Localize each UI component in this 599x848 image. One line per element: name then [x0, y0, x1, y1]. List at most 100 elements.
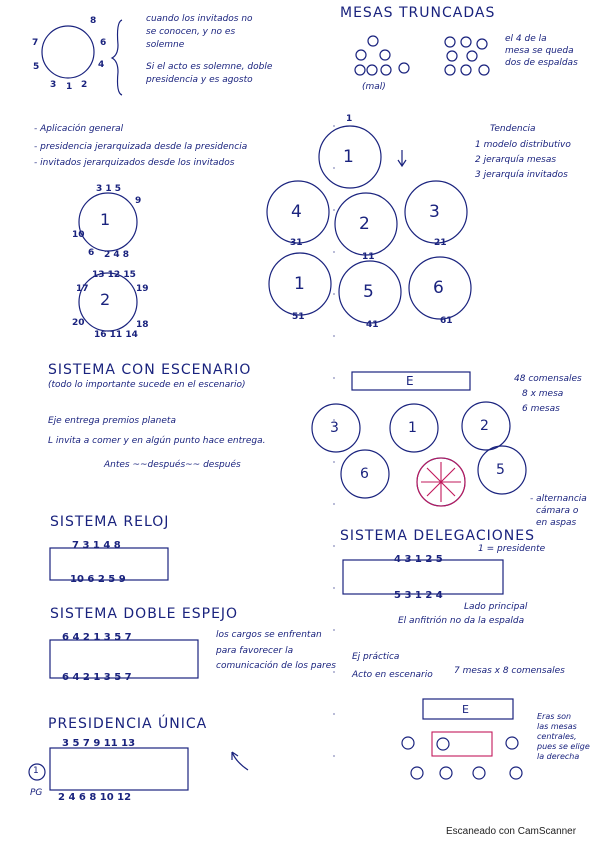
doble-espejo-note-3: comunicación de los pares [216, 661, 336, 671]
round-table-top-left [41, 25, 95, 79]
doble-espejo-note-2: para favorecer la [216, 646, 294, 656]
seat-19: 19 [136, 284, 149, 294]
delegaciones-top-note: 1 = presidente [478, 544, 546, 554]
pyr-seat-11: 11 [362, 252, 375, 262]
reloj-table [49, 547, 169, 581]
presidencia-top-seats: 3 5 7 9 11 13 [62, 738, 136, 749]
seat-17: 17 [76, 284, 89, 294]
bullet-2: - presidencia jerarquizada desde la pres… [34, 142, 248, 152]
presidencia-mark: 1 [33, 766, 39, 776]
pyr-label-4: 4 [291, 202, 302, 222]
bullet-3: - invitados jerarquizados desde los invi… [34, 158, 235, 168]
mesas-truncadas-note-3: dos de espaldas [505, 58, 578, 68]
doble-espejo-title: SISTEMA DOBLE ESPEJO [50, 606, 239, 622]
esc-count-1: 48 comensales [514, 374, 582, 384]
table-pyramid-5 [338, 260, 402, 324]
reloj-title: SISTEMA RELOJ [50, 514, 170, 530]
table-pyramid-2 [334, 192, 398, 256]
seat-5: 5 [33, 62, 40, 72]
table-pyramid-4 [266, 180, 330, 244]
pyr-seat-41: 41 [366, 320, 379, 330]
esc-note-1: - alternancia [530, 494, 587, 504]
seat-20: 20 [72, 318, 85, 328]
example-stage-box [422, 698, 514, 720]
tendencia-2: 2 jerarquía mesas [475, 155, 557, 165]
esc-note-2: cámara o [536, 506, 579, 516]
mesas-truncadas-note-2: mesa se queda [505, 46, 574, 56]
reloj-top-seats: 7 3 1 4 8 [72, 540, 121, 551]
brace-top-left [110, 19, 123, 96]
table-pyramid-6 [408, 256, 472, 320]
seat-1: 1 [66, 82, 73, 92]
escenario-line-1: Eje entrega premios planeta [48, 416, 176, 426]
pyr-label-1b: 1 [294, 274, 305, 294]
presidencia-unica-title: PRESIDENCIA ÚNICA [48, 716, 208, 732]
pyr-seat-31: 31 [290, 238, 303, 248]
ejemplo-line-3: 7 mesas x 8 comensales [454, 666, 565, 676]
pyr-label-2: 2 [359, 214, 370, 234]
doble-espejo-top-seats: 6 4 2 1 3 5 7 [62, 632, 132, 643]
pyr-seat-61: 61 [440, 316, 453, 326]
table-left-1-label: 1 [100, 210, 111, 229]
pyr-label-1: 1 [343, 147, 354, 167]
mesas-truncadas-note-1: el 4 de la [505, 34, 547, 44]
seat-6b: 6 [88, 248, 95, 258]
esc-table-3: 3 [330, 420, 339, 436]
note-line-2: se conocen, y no es [146, 27, 236, 37]
seat-9: 9 [135, 196, 142, 206]
scanner-footer: Escaneado con CamScanner [446, 826, 577, 837]
escenario-subtitle: (todo lo importante sucede en el escenar… [48, 380, 246, 390]
seat-row-248: 2 4 8 [104, 250, 130, 260]
delegaciones-note-1: Lado principal [464, 602, 528, 612]
mesas-truncadas-caption: (mal) [362, 82, 386, 92]
ejemplo-note-3: centrales, [537, 732, 577, 741]
seat-7: 7 [32, 38, 39, 48]
seat-2: 2 [81, 80, 88, 90]
highlighted-example-table [431, 731, 493, 757]
doble-espejo-note-1: los cargos se enfrentan [216, 630, 322, 640]
table-left-2-label: 2 [100, 290, 111, 309]
reloj-bottom-seats: 10 6 2 5 9 [70, 574, 126, 585]
note-line-3: solemne [146, 40, 185, 50]
esc-count-3: 6 mesas [522, 404, 560, 414]
esc-table-2: 2 [480, 418, 489, 434]
delegaciones-top-seats: 4 3 1 2 5 [394, 554, 443, 565]
seat-3: 3 [50, 80, 57, 90]
delegaciones-table [342, 559, 504, 595]
seat-6: 6 [100, 38, 107, 48]
tendencia-1: 1 modelo distributivo [475, 140, 571, 150]
doble-espejo-bottom-seats: 6 4 2 1 3 5 7 [62, 672, 132, 683]
pyr-label-3: 3 [429, 202, 440, 222]
escenario-line-3: Antes ~~después~~ después [104, 460, 241, 470]
table-pyramid-3 [404, 180, 468, 244]
pyr-seat-51: 51 [292, 312, 305, 322]
delegaciones-title: SISTEMA DELEGACIONES [340, 528, 535, 544]
esc-table-6: 6 [360, 466, 369, 482]
bullet-1: - Aplicación general [34, 124, 124, 134]
note-line-1: cuando los invitados no [146, 14, 253, 24]
ejemplo-line-1: Ej práctica [352, 652, 400, 662]
esc-table-5: 5 [496, 462, 505, 478]
note-line-4: Si el acto es solemne, doble [146, 62, 273, 72]
delegaciones-bottom-seats: 5 3 1 2 4 [394, 590, 443, 601]
stage-label: E [406, 374, 414, 388]
escenario-line-2: L invita a comer y en algún punto hace e… [48, 436, 266, 446]
seat-10: 10 [72, 230, 85, 240]
highlighted-table [416, 457, 466, 507]
presidencia-pg: PG [30, 788, 43, 798]
esc-table-1: 1 [408, 420, 417, 436]
table-pyramid-1b [268, 252, 332, 316]
mesas-truncadas-title: MESAS TRUNCADAS [340, 5, 496, 21]
round-table-1-left [78, 192, 138, 252]
esc-count-2: 8 x mesa [522, 389, 564, 399]
ejemplo-note-2: las mesas [537, 722, 577, 731]
esc-note-3: en aspas [536, 518, 577, 528]
ejemplo-note-4: pues se elige [537, 742, 590, 751]
pg-mark [28, 763, 46, 781]
note-line-5: presidencia y es agosto [146, 75, 253, 85]
pyr-seat-1: 1 [346, 114, 353, 124]
ejemplo-note-1: Eras son [537, 712, 572, 721]
presidencia-bottom-seats: 2 4 6 8 10 12 [58, 792, 132, 803]
